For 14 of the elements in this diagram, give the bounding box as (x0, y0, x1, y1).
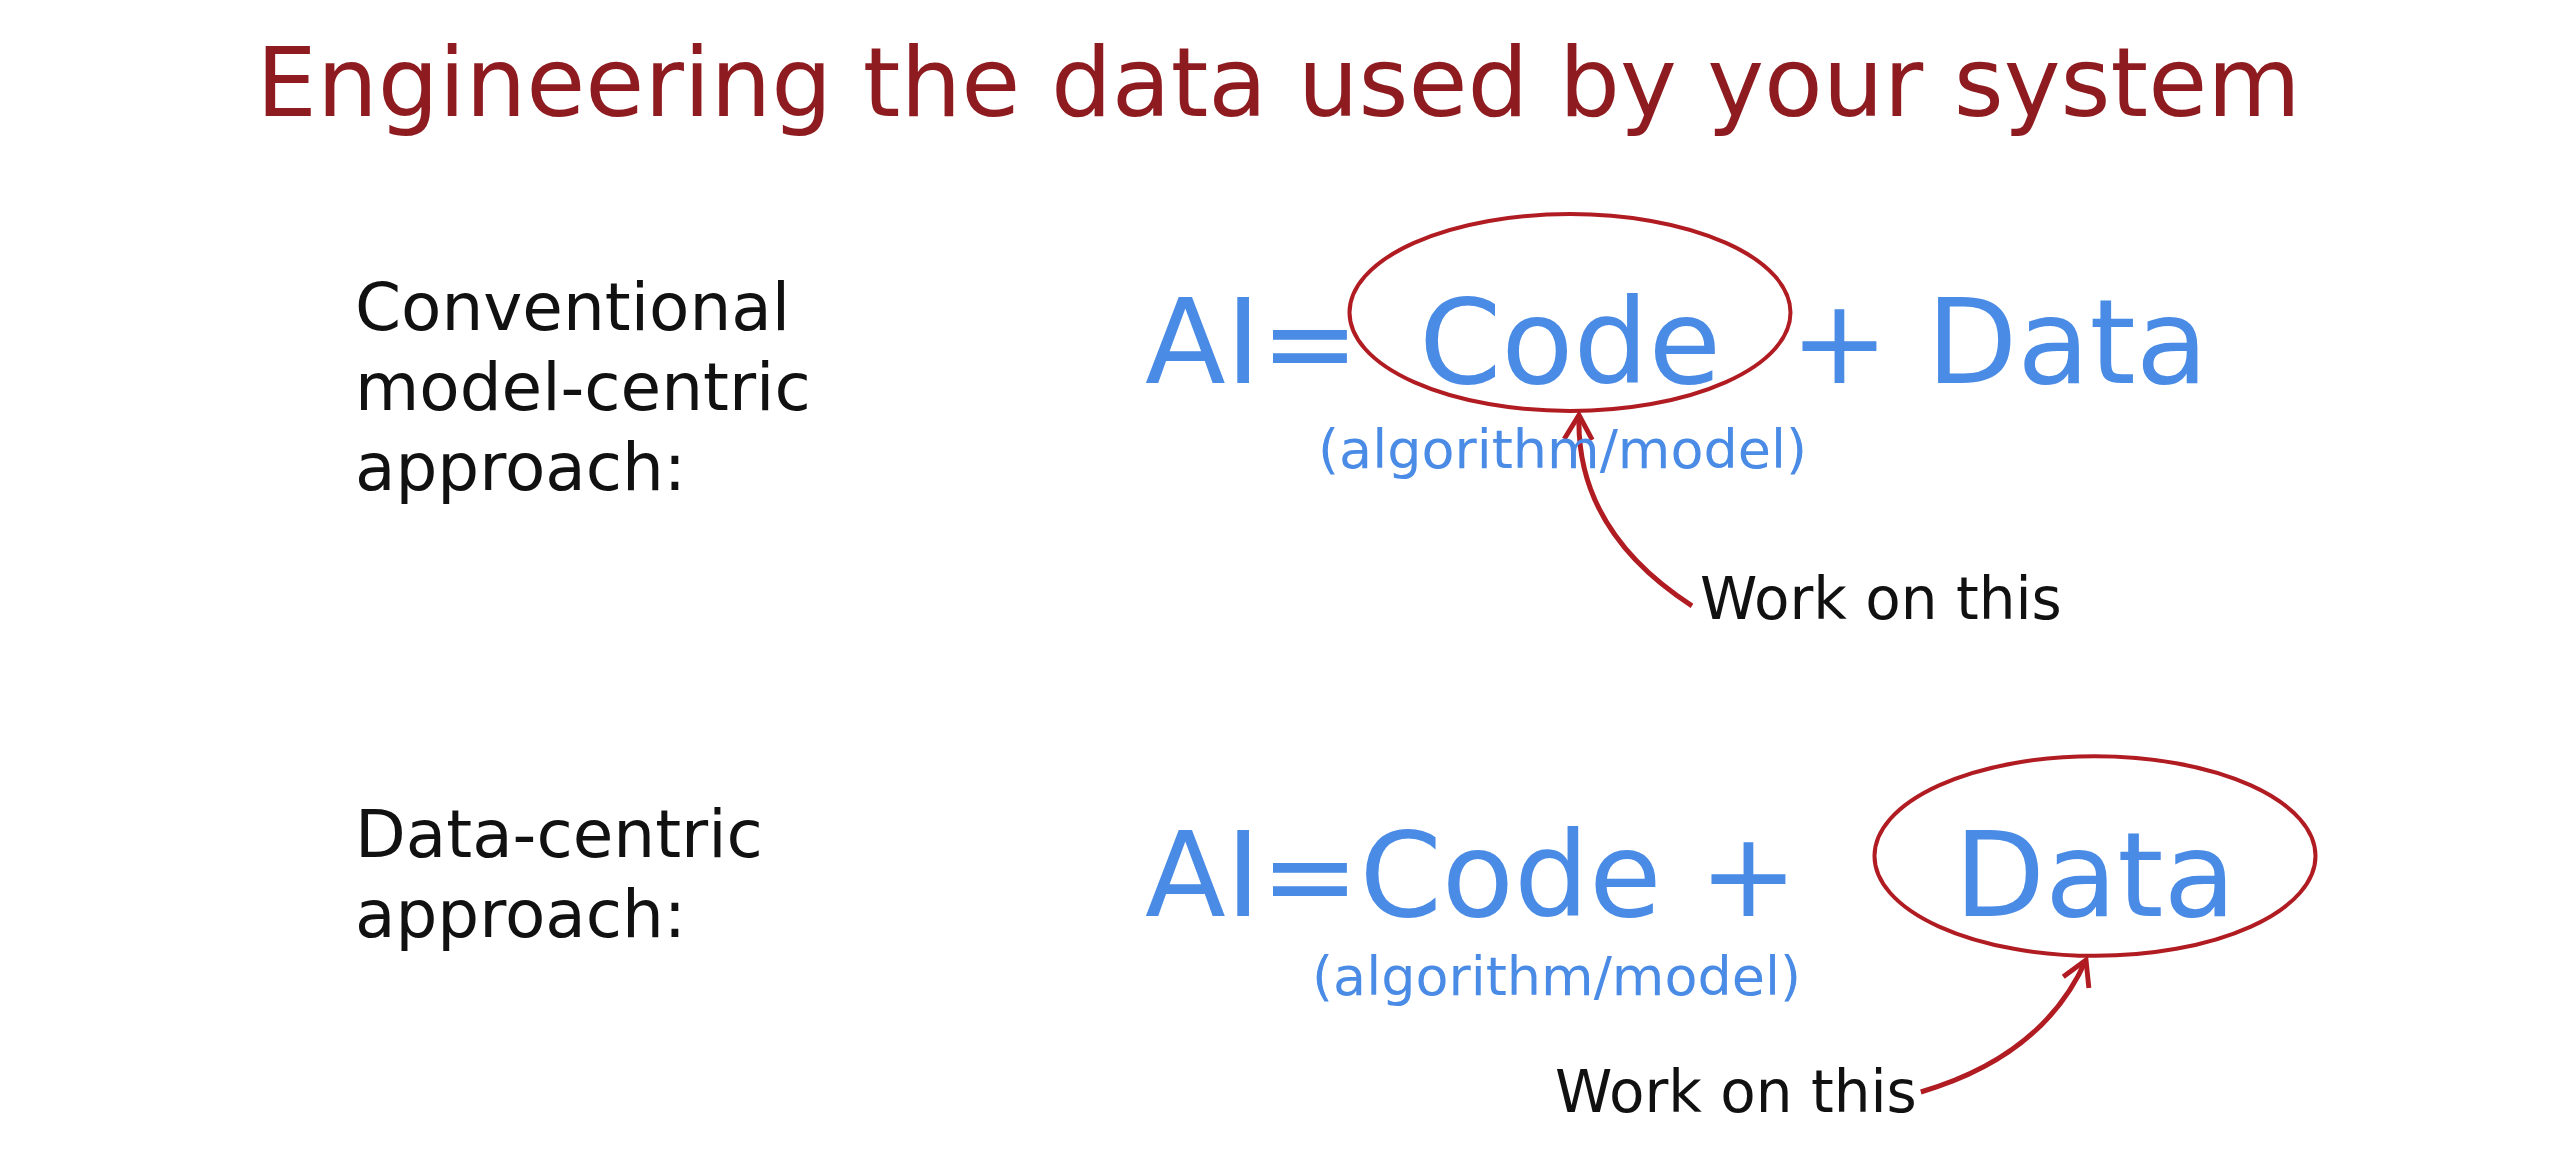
equation-term: Data (1954, 815, 2236, 935)
approach-label: Data-centric approach: (355, 795, 764, 955)
approach-label: Conventional model-centric approach: (355, 268, 812, 508)
equation-text: + Data (1790, 282, 2209, 402)
equation-term: Code (1418, 282, 1722, 402)
equation-subtext: (algorithm/model) (1312, 945, 1802, 1009)
annotation-text: Work on this (1555, 1058, 1917, 1126)
circled-term (1870, 752, 2320, 960)
circled-term (1345, 210, 1795, 415)
arrow (1920, 957, 2091, 1095)
equation-text: AI= (1145, 282, 1360, 402)
annotation-text: Work on this (1700, 565, 2062, 633)
slide-title: Engineering the data used by your system (255, 28, 2302, 138)
equation-text: AI=Code + (1145, 815, 1798, 935)
